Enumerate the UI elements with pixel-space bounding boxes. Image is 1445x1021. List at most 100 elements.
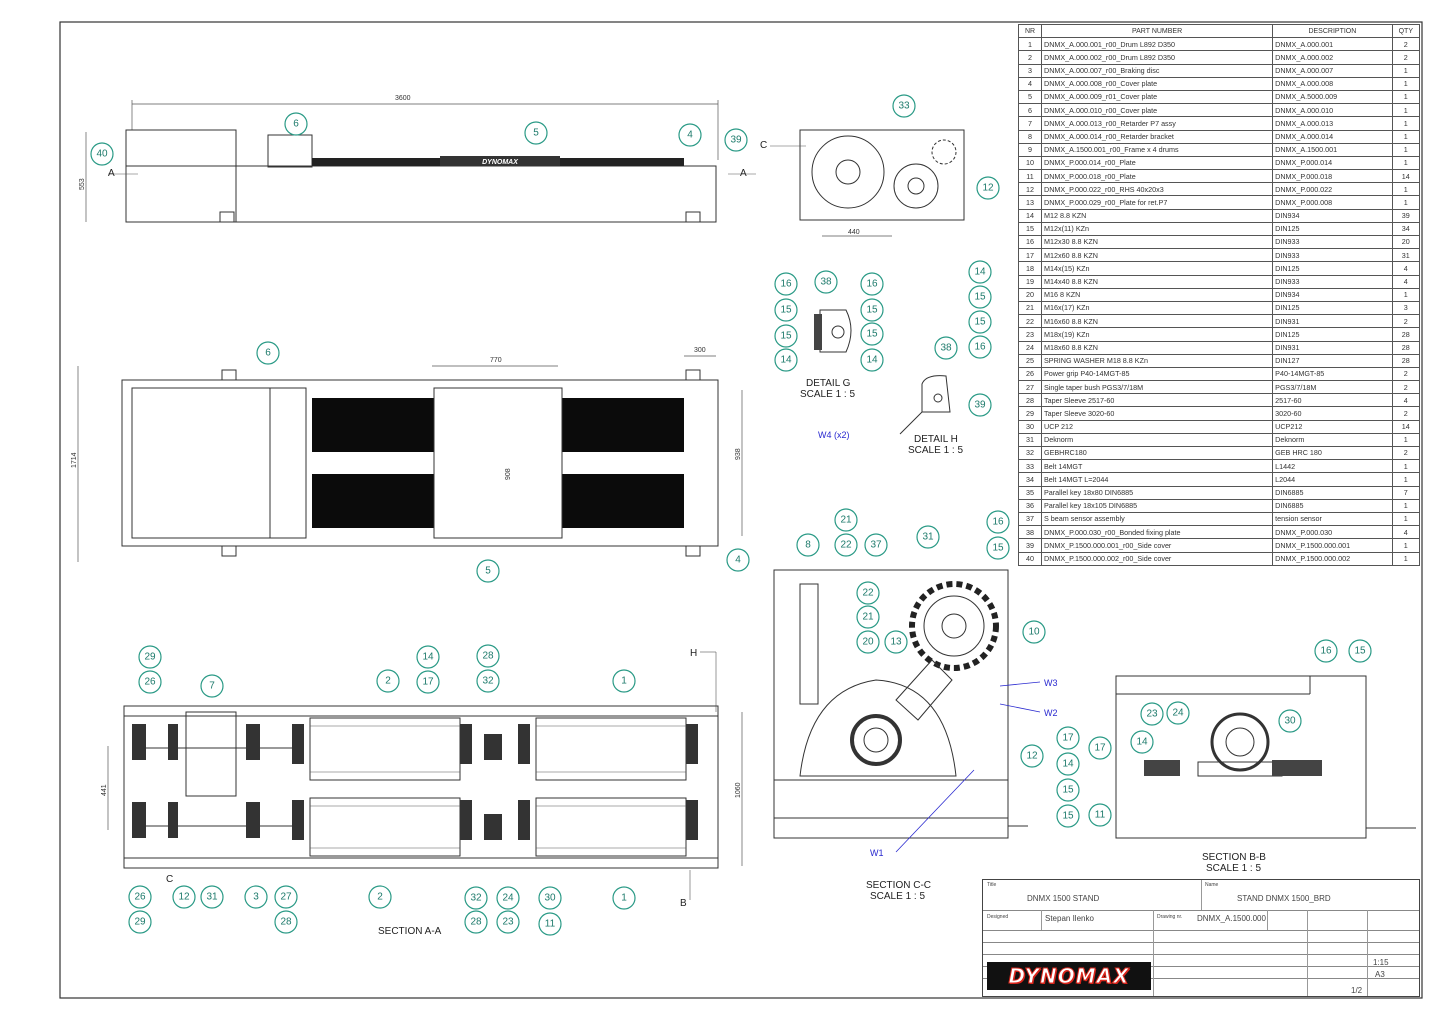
bom-cell-nr: 5: [1018, 89, 1042, 105]
svg-text:17: 17: [422, 677, 434, 688]
svg-text:37: 37: [870, 540, 882, 551]
bom-cell-qty: 7: [1391, 485, 1421, 500]
bom-cell-part-number: Deknorm: [1040, 432, 1274, 448]
bom-cell-description: DIN933: [1272, 248, 1393, 263]
bom-cell-nr: 35: [1018, 485, 1042, 500]
item-balloon: 12: [1020, 744, 1044, 768]
svg-text:12: 12: [178, 892, 190, 903]
bom-cell-description: DNMX_P.000.030: [1272, 525, 1393, 540]
item-balloon: 33: [892, 94, 916, 118]
bom-cell-part-number: GEBHRC180: [1040, 445, 1274, 461]
item-balloon: 2: [376, 669, 400, 693]
bom-cell-nr: 37: [1018, 511, 1042, 527]
bom-cell-nr: 36: [1018, 498, 1042, 513]
bom-cell-qty: 2: [1391, 380, 1421, 395]
item-balloon: 3: [244, 885, 268, 909]
item-balloon: 15: [860, 322, 884, 346]
svg-text:11: 11: [545, 919, 556, 930]
drawing-name: STAND DNMX 1500_BRD: [1237, 894, 1331, 903]
item-balloon: 40: [90, 142, 114, 166]
item-balloon: 14: [416, 645, 440, 669]
svg-text:6: 6: [293, 119, 299, 130]
item-balloon: 14: [774, 348, 798, 372]
svg-text:29: 29: [144, 652, 156, 663]
bom-cell-qty: 1: [1391, 287, 1421, 302]
bom-cell-qty: 3: [1391, 300, 1421, 316]
item-balloon: 15: [968, 285, 992, 309]
item-balloon: 17: [1088, 736, 1112, 760]
bom-cell-part-number: DNMX_P.000.030_r00_Bonded fixing plate: [1040, 525, 1274, 540]
item-balloon: 21: [834, 508, 858, 532]
bom-cell-nr: 2: [1018, 50, 1042, 65]
bom-cell-nr: 32: [1018, 445, 1042, 461]
bom-cell-nr: 15: [1018, 221, 1042, 237]
bom-cell-part-number: M12x30 8.8 KZN: [1040, 234, 1274, 250]
sheet-border: [59, 21, 1423, 999]
marker-b: B: [680, 898, 687, 909]
bom-cell-description: DIN125: [1272, 261, 1393, 276]
item-balloon: 16: [968, 335, 992, 359]
item-balloon: 31: [916, 525, 940, 549]
item-balloon: 16: [986, 510, 1010, 534]
svg-text:14: 14: [780, 355, 792, 366]
item-balloon: 22: [834, 533, 858, 557]
bom-cell-nr: 11: [1018, 169, 1042, 184]
item-balloon: 37: [864, 533, 888, 557]
bom-cell-description: L2044: [1272, 472, 1393, 487]
bom-cell-description: DNMX_A.000.014: [1272, 129, 1393, 144]
bom-cell-part-number: DNMX_P.000.022_r00_RHS 40x20x3: [1040, 182, 1274, 197]
bom-cell-description: DNMX_A.000.010: [1272, 103, 1393, 118]
bom-cell-part-number: DNMX_A.1500.001_r00_Frame x 4 drums: [1040, 142, 1274, 157]
svg-text:12: 12: [1026, 751, 1038, 762]
format-value: A3: [1375, 970, 1385, 979]
item-balloon: 15: [1056, 778, 1080, 802]
bom-cell-nr: 39: [1018, 538, 1042, 553]
bom-cell-nr: 3: [1018, 63, 1042, 78]
bom-cell-description: DNMX_P.1500.000.001: [1272, 538, 1393, 553]
svg-text:17: 17: [1062, 733, 1074, 744]
bom-cell-part-number: Parallel key 18x105 DIN6885: [1040, 498, 1274, 513]
item-balloon: 11: [538, 912, 562, 936]
svg-text:29: 29: [134, 917, 146, 928]
bom-cell-part-number: DNMX_A.000.010_r00_Cover plate: [1040, 103, 1274, 118]
drawing-title: DNMX 1500 STAND: [1027, 894, 1100, 903]
bom-cell-description: UCP212: [1272, 419, 1393, 434]
detail-g-label: DETAIL G: [806, 378, 851, 389]
bom-cell-part-number: M16x(17) KZn: [1040, 300, 1274, 316]
bom-cell-description: DIN127: [1272, 353, 1393, 368]
title-block: Title DNMX 1500 STAND Name STAND DNMX 15…: [982, 879, 1420, 997]
bom-cell-description: DIN933: [1272, 274, 1393, 289]
bom-cell-nr: 29: [1018, 406, 1042, 421]
svg-text:15: 15: [866, 305, 878, 316]
svg-text:15: 15: [974, 292, 986, 303]
item-balloon: 39: [968, 393, 992, 417]
svg-text:30: 30: [1284, 716, 1296, 727]
bom-cell-qty: 1: [1391, 103, 1421, 118]
marker-a-right: A: [740, 168, 747, 179]
bom-cell-nr: 14: [1018, 208, 1042, 223]
svg-text:23: 23: [502, 917, 514, 928]
item-balloon: 23: [496, 910, 520, 934]
section-cc-view: W3 W2 W1 SECTION C-C SCALE 1 : 5: [773, 569, 1058, 902]
svg-text:28: 28: [470, 917, 482, 928]
bom-cell-nr: 38: [1018, 525, 1042, 540]
bom-cell-qty: 2: [1391, 37, 1421, 52]
bom-cell-description: DNMX_P.000.014: [1272, 155, 1393, 171]
item-balloon: 4: [678, 123, 702, 147]
bom-cell-nr: 8: [1018, 129, 1042, 144]
item-balloon: 11: [1088, 803, 1112, 827]
svg-text:32: 32: [470, 893, 482, 904]
bom-cell-description: DNMX_P.000.008: [1272, 195, 1393, 210]
bom-cell-part-number: DNMX_P.000.018_r00_Plate: [1040, 169, 1274, 184]
item-balloon: 23: [1140, 702, 1164, 726]
